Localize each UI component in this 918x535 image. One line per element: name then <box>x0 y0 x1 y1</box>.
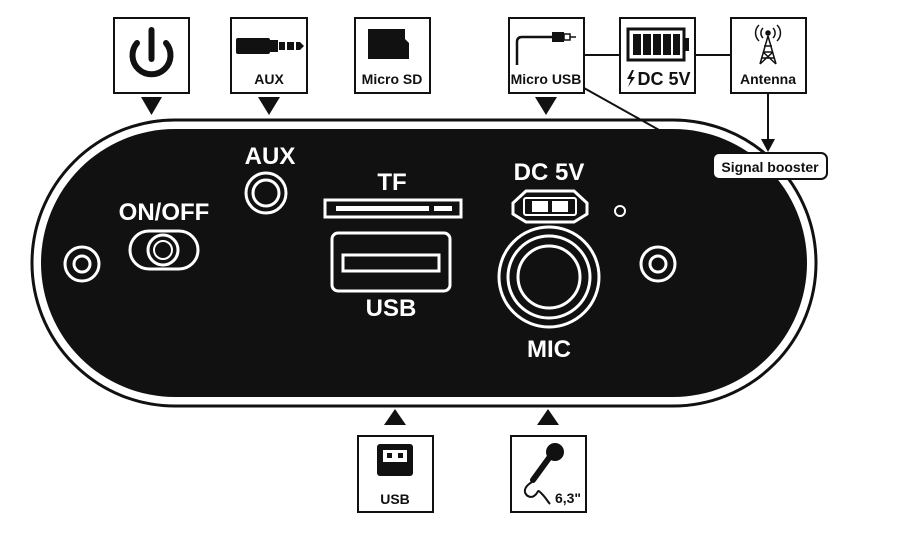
dc5v-callout-label: DC 5V <box>637 69 690 89</box>
dc5v-callout: DC 5V <box>619 17 696 94</box>
battery-icon <box>626 27 689 62</box>
sd-card-icon <box>368 29 409 59</box>
usb-callout-label: USB <box>380 491 410 507</box>
signal-booster-label: Signal booster <box>721 159 819 175</box>
audio-jack-icon <box>236 38 304 54</box>
microphone-callout: 6,3" <box>510 409 587 513</box>
status-led <box>614 205 626 217</box>
lightning-icon <box>627 70 635 87</box>
right-screw <box>639 245 677 283</box>
usb-callout: USB <box>357 409 434 513</box>
tf-card-slot[interactable] <box>323 198 463 219</box>
aux-port[interactable] <box>244 171 288 215</box>
usb-stick-icon <box>377 444 413 476</box>
micro-sd-callout-label: Micro SD <box>362 71 423 87</box>
microphone-icon <box>523 443 564 505</box>
micro-usb-callout: Micro USB <box>508 17 585 115</box>
aux-callout-label: AUX <box>254 71 284 87</box>
power-callout <box>113 17 190 115</box>
antenna-callout-label: Antenna <box>740 71 796 87</box>
dc5v-micro-usb-port[interactable] <box>511 189 589 224</box>
antenna-icon <box>754 24 782 65</box>
mic-port[interactable] <box>497 225 601 329</box>
speaker-panel <box>30 118 818 408</box>
usb-label: USB <box>366 295 417 322</box>
signal-booster-callout: Signal booster <box>712 152 828 180</box>
power-icon <box>129 27 174 78</box>
aux-label: AUX <box>245 143 296 170</box>
signal-booster-arrows <box>583 87 775 159</box>
aux-callout: AUX <box>230 17 308 115</box>
antenna-callout: Antenna <box>730 17 807 94</box>
mic-label: MIC <box>527 336 571 363</box>
left-screw <box>63 245 101 283</box>
micro-usb-cable-icon <box>515 32 576 65</box>
micro-usb-callout-label: Micro USB <box>511 71 582 87</box>
on-off-label: ON/OFF <box>119 199 210 226</box>
usb-port[interactable] <box>330 231 452 293</box>
tf-label: TF <box>377 169 406 196</box>
power-switch[interactable] <box>128 229 200 271</box>
mic-size-label: 6,3" <box>555 490 581 506</box>
dc5v-label: DC 5V <box>514 159 585 186</box>
micro-sd-callout: Micro SD <box>354 17 431 94</box>
